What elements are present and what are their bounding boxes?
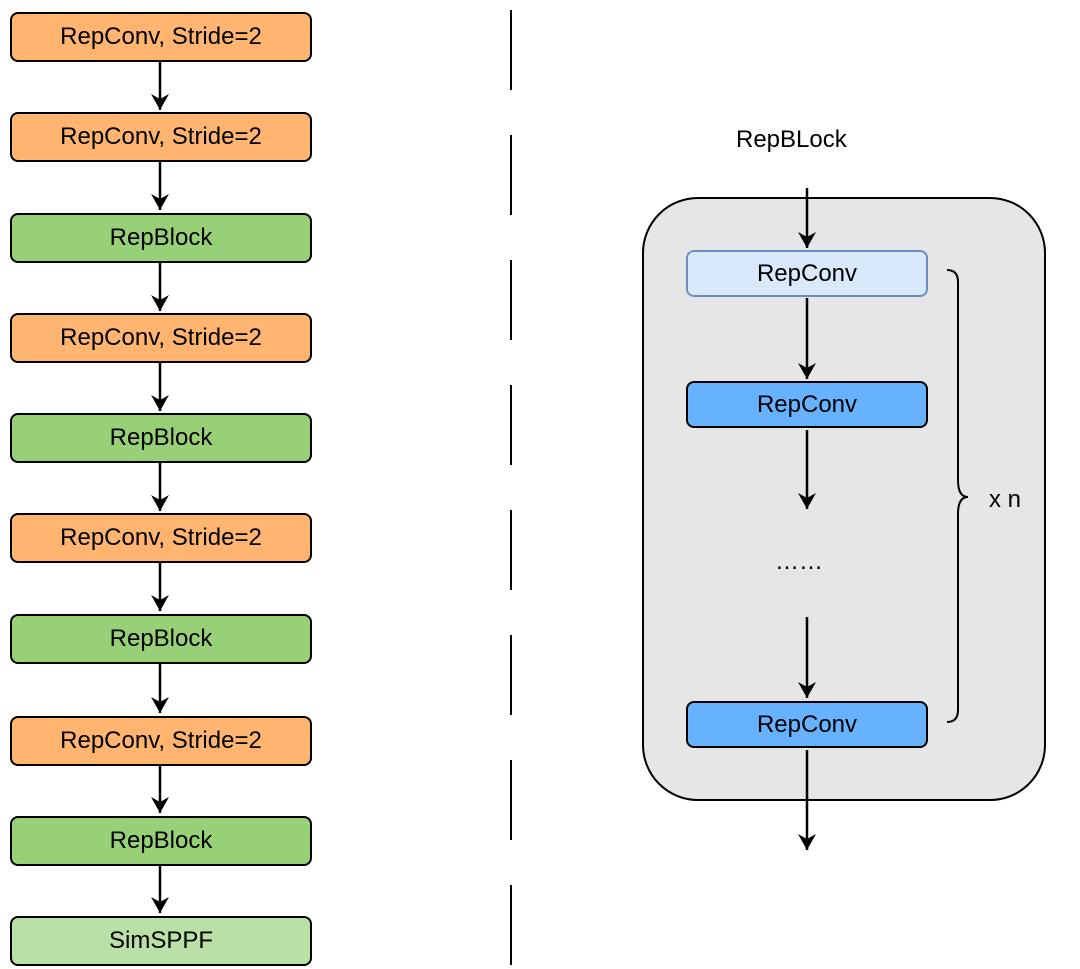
inner-ellipsis: …… [775, 548, 823, 575]
backbone-node-1: RepConv, Stride=2 [10, 12, 312, 62]
backbone-node-4: RepConv, Stride=2 [10, 313, 312, 363]
backbone-node-7: RepBlock [10, 614, 312, 664]
backbone-node-3: RepBlock [10, 213, 312, 263]
backbone-node-6: RepConv, Stride=2 [10, 513, 312, 563]
backbone-node-10: SimSPPF [10, 916, 312, 966]
repblock-container [642, 197, 1046, 801]
backbone-node-2: RepConv, Stride=2 [10, 112, 312, 162]
repeat-brace [946, 269, 969, 723]
inner-repconv-first: RepConv [686, 250, 928, 297]
repeat-label: x n [989, 486, 1022, 513]
backbone-node-8: RepConv, Stride=2 [10, 716, 312, 766]
backbone-node-5: RepBlock [10, 413, 312, 463]
inner-repconv-last: RepConv [686, 701, 928, 748]
repblock-title: RepBLock [736, 126, 847, 153]
inner-repconv-second: RepConv [686, 381, 928, 428]
backbone-node-9: RepBlock [10, 816, 312, 866]
